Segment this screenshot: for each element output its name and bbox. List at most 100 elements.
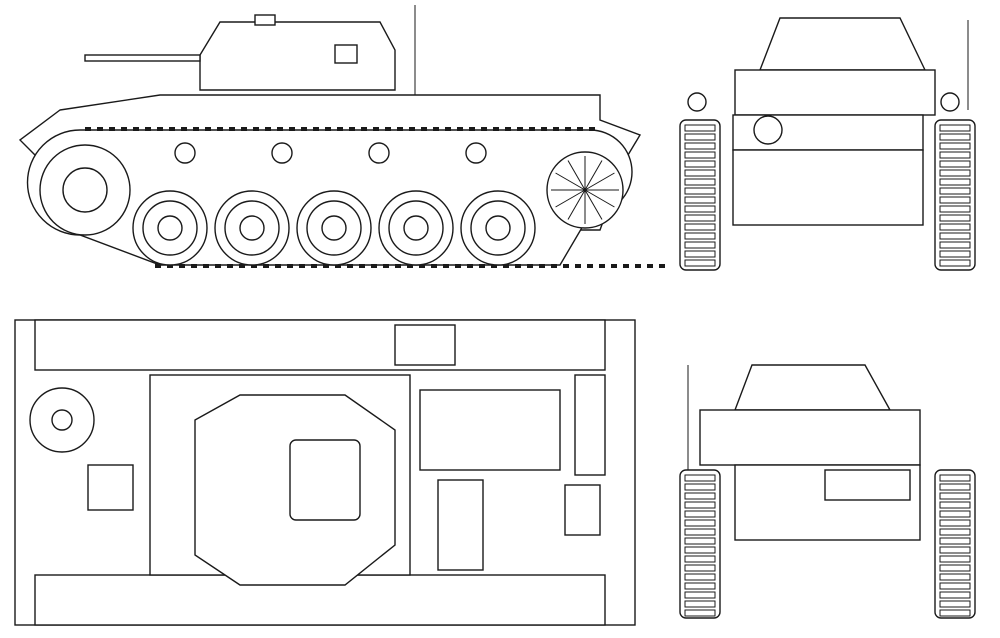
left-fender [34, 319, 606, 371]
track-link [939, 528, 971, 536]
track-link [373, 127, 379, 131]
track-link [684, 510, 716, 518]
track-link [289, 127, 295, 131]
track-link [684, 564, 716, 572]
track-links [684, 474, 971, 617]
track-link [517, 127, 523, 131]
turret-rear [733, 364, 892, 411]
track-link [155, 264, 161, 268]
track-link [229, 127, 235, 131]
track-link [433, 127, 439, 131]
track-link [467, 264, 473, 268]
stowage-box [87, 464, 134, 511]
sprocket-spoke [555, 172, 586, 191]
track-link [385, 127, 391, 131]
road-wheel-hub [321, 215, 347, 241]
track-link [684, 519, 716, 527]
return-roller [174, 142, 196, 164]
track-link [587, 264, 593, 268]
track-link [251, 264, 257, 268]
track-link [684, 232, 716, 240]
track-link [647, 264, 653, 268]
track-link [371, 264, 377, 268]
sprocket-spoke [567, 160, 586, 191]
return-roller [368, 142, 390, 164]
track-link [301, 127, 307, 131]
track-link [181, 127, 187, 131]
track-link [939, 564, 971, 572]
track-link [193, 127, 199, 131]
track-link [419, 264, 425, 268]
turret-hatch [289, 439, 361, 521]
cupola [254, 14, 276, 26]
track-link [939, 196, 971, 204]
track-link [503, 264, 509, 268]
track-link [481, 127, 487, 131]
track-link [205, 127, 211, 131]
track-link [939, 241, 971, 249]
track-link [684, 124, 716, 132]
track-link [469, 127, 475, 131]
track-link [684, 187, 716, 195]
track-link [359, 264, 365, 268]
track-link [277, 127, 283, 131]
track-link [421, 127, 427, 131]
track-link [939, 555, 971, 563]
track-link [939, 178, 971, 186]
track-link [939, 510, 971, 518]
track-link [253, 127, 259, 131]
track-link [265, 127, 271, 131]
track-link [145, 127, 151, 131]
track-link [313, 127, 319, 131]
track-link [939, 537, 971, 545]
sprocket-spoke [567, 189, 586, 220]
track-link [684, 142, 716, 150]
track-link [684, 492, 716, 500]
track-link [684, 501, 716, 509]
turret-front [758, 17, 927, 71]
track-link [215, 264, 221, 268]
track-link [551, 264, 557, 268]
track-link [939, 214, 971, 222]
rear-view [679, 364, 976, 619]
track-link [939, 133, 971, 141]
track-link [939, 600, 971, 608]
front-view [679, 17, 976, 271]
road-wheel-hub [239, 215, 265, 241]
track-link [347, 264, 353, 268]
track-link [939, 223, 971, 231]
track-link [325, 127, 331, 131]
track-link [939, 142, 971, 150]
track-link [493, 127, 499, 131]
track-link [443, 264, 449, 268]
road-wheel-hub [485, 215, 511, 241]
track-link [515, 264, 521, 268]
track-link [491, 264, 497, 268]
track-link [939, 259, 971, 267]
track-link [635, 264, 641, 268]
track-link [684, 223, 716, 231]
track-link [589, 127, 595, 131]
track-link [939, 582, 971, 590]
track-link [939, 483, 971, 491]
track-link [684, 169, 716, 177]
track-link [383, 264, 389, 268]
track-link [939, 232, 971, 240]
track-link [109, 127, 115, 131]
track-link [599, 264, 605, 268]
track-link [684, 214, 716, 222]
sprocket-spoke [555, 189, 586, 208]
radiator-grille [437, 479, 484, 571]
track-link [227, 264, 233, 268]
hatch-round [753, 115, 783, 145]
track-link [939, 546, 971, 554]
track-link [529, 127, 535, 131]
track-link [565, 127, 571, 131]
track-link [939, 492, 971, 500]
track-link [409, 127, 415, 131]
track-link [395, 264, 401, 268]
exhaust-grille [574, 374, 606, 476]
track-link [939, 591, 971, 599]
engine-hatch [419, 389, 561, 471]
